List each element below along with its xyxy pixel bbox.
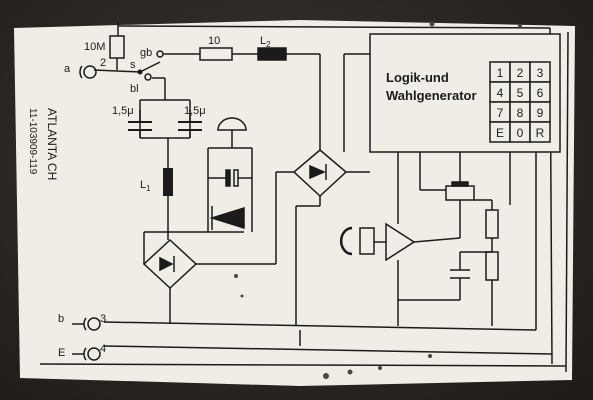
terminal-a [79,65,97,79]
label-terminal-e-num: 4 [100,343,106,355]
keypad-key-label: 8 [517,106,524,120]
resistor-r2 [485,251,499,281]
label-node-s: s [130,59,136,71]
keypad-key-label: 0 [517,126,524,140]
label-10m: 10M [84,41,105,53]
label-part-number: 11-103909-119 [27,108,38,175]
keypad-key-label: 5 [517,86,524,100]
input-section [93,35,321,152]
inductor-l1 [163,168,173,196]
blemish-marks [234,21,522,379]
label-terminal-b: b [58,313,64,325]
label-terminal-b-num: 3 [100,313,106,325]
label-cap-left: 1,5μ [112,105,134,117]
cap-wiring [139,110,191,168]
resistor-r1 [485,209,499,239]
bridge-rectifier-left [142,231,244,324]
bridge-rectifier-right [244,149,370,326]
label-node-gb: gb [140,47,152,59]
label-terminal-a: a [64,63,71,75]
amplifier-section [339,181,499,326]
resistor-10 [199,47,233,61]
keypad-key-label: 2 [517,66,524,80]
inductor-l2 [257,47,287,61]
label-node-bl: bl [130,83,139,95]
keypad-key-label: 7 [497,106,504,120]
keypad-key-label: 9 [537,106,544,120]
bell-icon [217,117,247,131]
label-inductor-l2: L2 [260,35,271,49]
ringer-section [207,117,253,232]
node-s [137,69,143,75]
label-terminal-a-num: 2 [100,57,106,69]
node-gb [156,50,164,58]
terminal-e [72,347,101,361]
zener-diode-icon [209,206,245,230]
label-inductor-l1: L1 [140,179,151,193]
terminal-b [72,317,101,331]
keypad-cell [529,121,551,143]
keypad-key-label: 6 [537,86,544,100]
logic-wiring [343,53,511,224]
keypad-key-label: 3 [537,66,544,80]
label-cap-right: 1,5μ [184,105,206,117]
resistor-10m [109,35,125,59]
border-lines [39,22,569,373]
label-logic-line2: Wahlgenerator [386,88,477,103]
keypad-key-label: E [496,126,504,140]
label-logic-line1: Logik-und [386,70,449,85]
node-bl [144,73,152,81]
keypad-key-label: 1 [497,66,504,80]
microphone-icon [339,226,353,256]
keypad-key-label: 4 [497,86,504,100]
label-terminal-e: E [58,347,65,359]
keypad-key-label: R [536,126,545,140]
label-model-name: ATLANTA CH [45,108,59,180]
label-resistor-10: 10 [208,35,220,47]
